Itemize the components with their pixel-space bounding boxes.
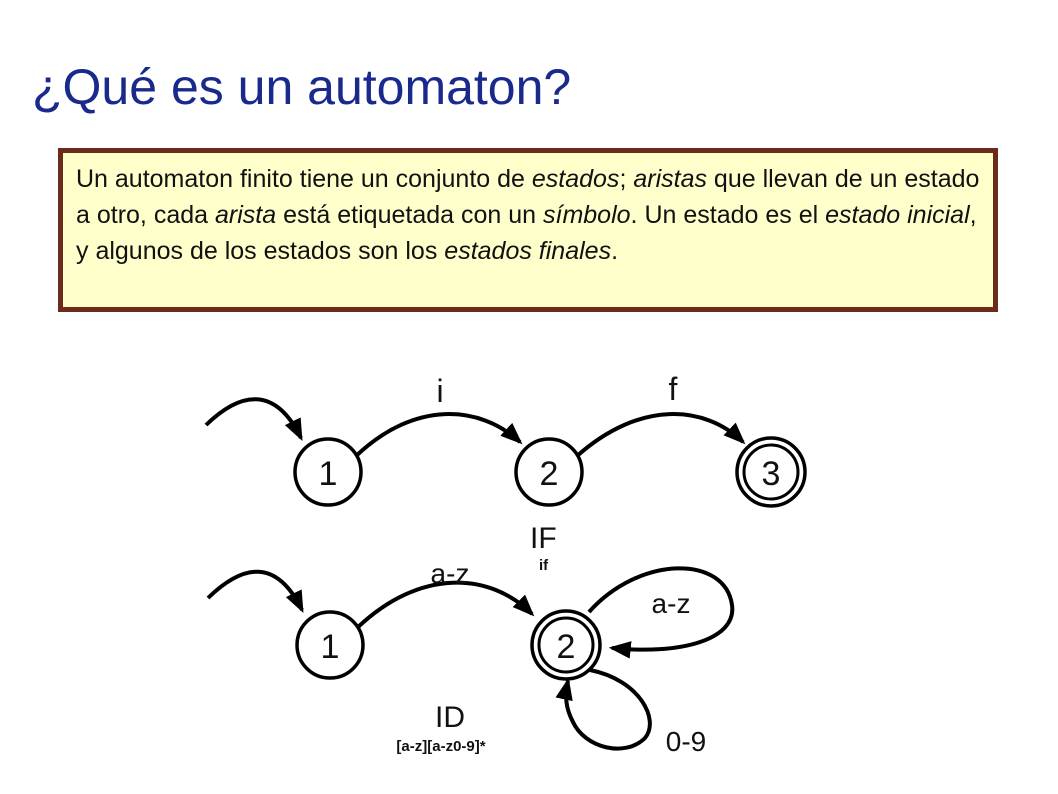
state-node <box>293 437 363 507</box>
state-node <box>295 610 365 680</box>
loop-label: 0-9 <box>666 726 706 757</box>
token-pattern: if <box>539 557 549 574</box>
state-label: 2 <box>557 628 576 666</box>
final-state-outer <box>530 609 602 681</box>
automaton-id: 1 2 a-z a-z 0-9 ID [a-z][a-z0-9]* <box>206 558 735 757</box>
definition-text: Un automaton finito tiene un conjunto de… <box>76 165 980 265</box>
token-name: IF <box>530 522 557 555</box>
final-state-outer <box>735 436 807 508</box>
state-label: 3 <box>762 455 781 493</box>
final-state-inner <box>742 443 800 501</box>
state-label: 1 <box>319 455 338 493</box>
state-node <box>514 437 584 507</box>
slide-title: ¿Qué es un automaton? <box>32 59 572 115</box>
state-label: 2 <box>540 455 559 493</box>
edge-1-2 <box>355 580 535 630</box>
edge-1-2 <box>354 412 523 458</box>
loop-a-z <box>587 566 735 659</box>
edge-label: f <box>669 371 678 407</box>
edge-label: i <box>436 373 443 409</box>
edge-2-3 <box>575 412 746 458</box>
definition-box: Un automaton finito tiene un conjunto de… <box>58 148 998 312</box>
loop-0-9 <box>555 668 652 751</box>
token-name: ID <box>435 701 465 734</box>
start-arrow <box>204 397 303 441</box>
loop-label: a-z <box>652 588 691 619</box>
automaton-if: 1 2 3 i f IF if <box>204 371 807 574</box>
token-pattern: [a-z][a-z0-9]* <box>396 738 485 755</box>
final-state-inner <box>537 616 595 674</box>
state-label: 1 <box>321 628 340 666</box>
edge-label: a-z <box>431 558 470 589</box>
start-arrow <box>206 569 304 613</box>
